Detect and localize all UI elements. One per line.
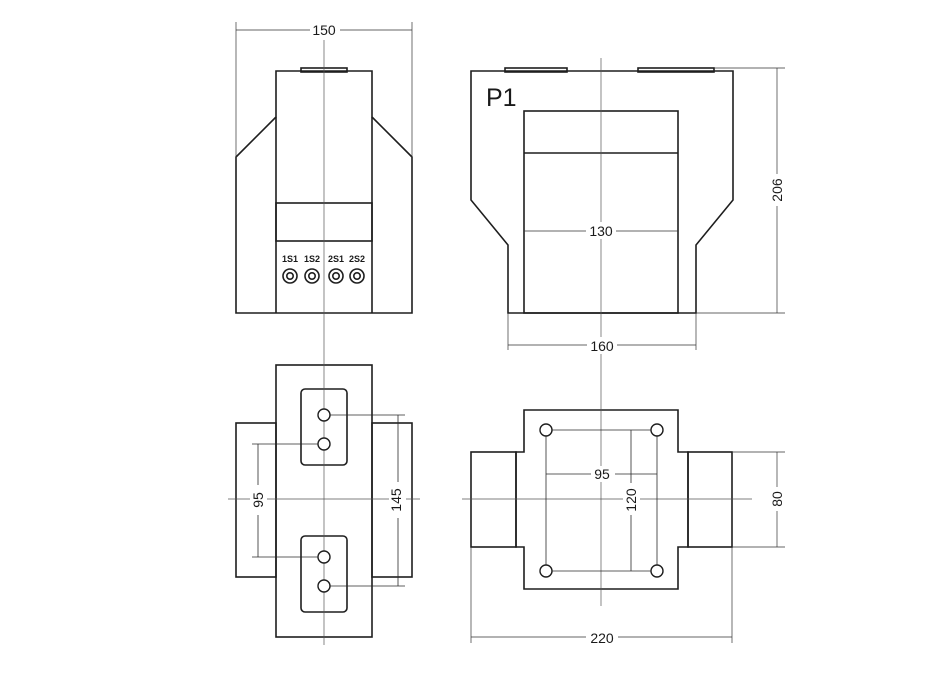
dimension-plan-total-width: 220 — [470, 547, 733, 646]
dim-text-120: 120 — [623, 488, 639, 512]
dimension-front-width: 150 — [235, 21, 413, 157]
terminal-label-1s1: 1S1 — [282, 254, 298, 264]
dimension-bottom-hole-spacing: 95 — [250, 485, 267, 515]
plan-view: 95 120 220 80 — [462, 360, 787, 646]
terminal-label-2s1: 2S1 — [328, 254, 344, 264]
mounting-hole — [539, 564, 553, 578]
front-view: 1S1 1S2 2S1 2S2 150 — [235, 21, 413, 352]
bolt-hole — [317, 579, 331, 593]
dim-text-80: 80 — [769, 491, 785, 507]
bottom-view: 95 145 — [228, 352, 420, 645]
plan-flange-left — [470, 451, 517, 548]
side-cap-left — [504, 67, 568, 73]
side-view: P1 130 160 206 — [470, 58, 786, 360]
dim-text-206: 206 — [769, 178, 785, 202]
mounting-hole — [650, 564, 664, 578]
bolt-hole — [317, 437, 331, 451]
dimension-plan-flange-height: 80 — [732, 451, 787, 548]
side-cap-right — [637, 67, 715, 73]
dim-text-95-bottom: 95 — [250, 492, 266, 508]
bolt-hole — [317, 550, 331, 564]
dim-text-95-plan: 95 — [594, 466, 610, 482]
dim-text-130: 130 — [589, 223, 613, 239]
mounting-hole — [539, 423, 553, 437]
terminal-screw-2s1 — [328, 268, 344, 284]
plan-outline — [515, 409, 689, 590]
dim-text-150: 150 — [312, 22, 336, 38]
dimension-plan-hole-y: 120 — [623, 483, 640, 515]
dimension-side-base: 160 — [507, 313, 697, 354]
terminal-screw-2s2 — [349, 268, 365, 284]
terminal-label-1s2: 1S2 — [304, 254, 320, 264]
dim-text-220: 220 — [590, 630, 614, 646]
dimension-side-height: 206 — [696, 67, 786, 314]
dimension-plan-hole-x: 95 — [591, 466, 615, 482]
terminal-label-2s2: 2S2 — [349, 254, 365, 264]
mounting-hole — [650, 423, 664, 437]
front-outline — [235, 70, 413, 314]
plan-flange-right — [687, 451, 733, 548]
terminal-screw-1s2 — [304, 268, 320, 284]
terminal-screw-1s1 — [282, 268, 298, 284]
dimension-window-width: 130 — [524, 222, 678, 239]
terminal-block: 1S1 1S2 2S1 2S2 — [282, 254, 365, 284]
dim-text-145: 145 — [388, 488, 404, 512]
dimension-bottom-terminal-span: 145 — [388, 482, 406, 518]
label-p1: P1 — [486, 84, 517, 112]
dim-text-160: 160 — [590, 338, 614, 354]
bolt-hole — [317, 408, 331, 422]
